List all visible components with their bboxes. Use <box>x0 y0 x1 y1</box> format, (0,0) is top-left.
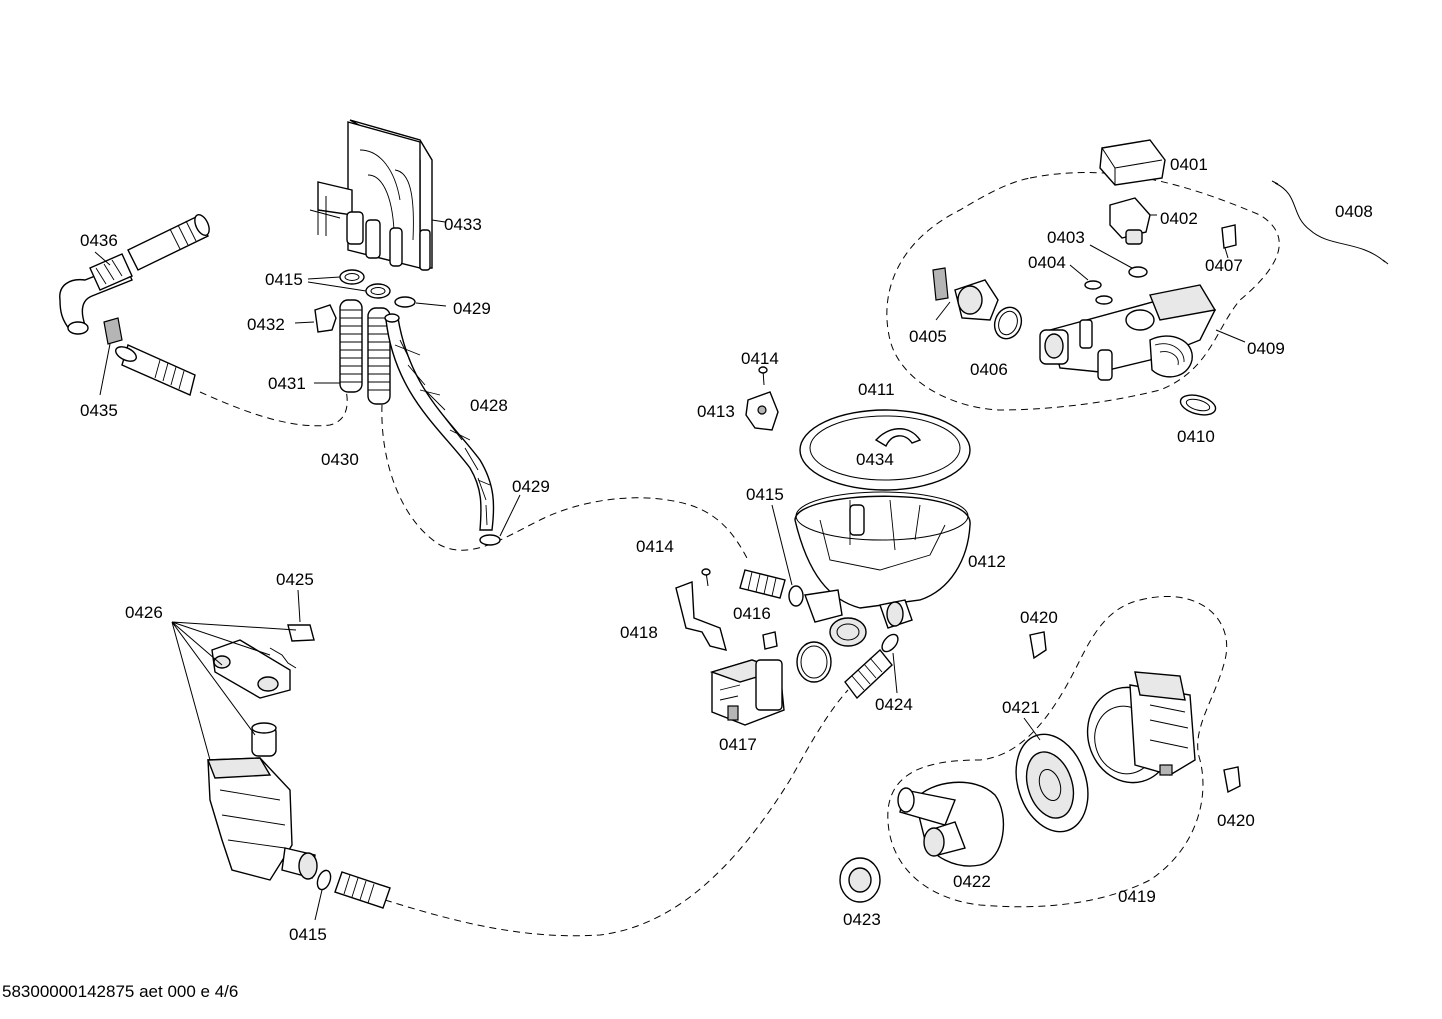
cap-0401 <box>1099 139 1166 186</box>
hose-0436-lower-shape <box>115 344 196 396</box>
label-0419: 0419 <box>1118 887 1156 906</box>
label-0422: 0422 <box>953 872 991 891</box>
spring-0426 <box>269 647 297 669</box>
hose-0428-shape <box>385 317 495 531</box>
clip-0407 <box>1221 224 1237 249</box>
label-0424: 0424 <box>875 695 913 714</box>
label-0403: 0403 <box>1047 228 1085 247</box>
label-0421: 0421 <box>1002 698 1040 717</box>
group-outline-0409 <box>886 172 1280 411</box>
valve-0402-shape <box>1109 197 1151 245</box>
label-0420-lower: 0420 <box>1217 811 1255 830</box>
label-0436: 0436 <box>80 231 118 250</box>
label-0406: 0406 <box>970 360 1008 379</box>
gasket-0411 <box>799 409 971 491</box>
switch-0425 <box>287 624 315 642</box>
label-0413: 0413 <box>697 402 735 421</box>
label-0430: 0430 <box>321 450 359 469</box>
cap-0426 <box>251 722 277 757</box>
ring-0403 <box>1128 266 1148 278</box>
label-0428: 0428 <box>470 396 508 415</box>
ring-0415-top-a <box>339 269 365 285</box>
hose-stub-0415 <box>739 569 786 599</box>
hose-0424-shape <box>844 648 893 700</box>
label-0410: 0410 <box>1177 427 1215 446</box>
label-0415-lower: 0415 <box>289 925 327 944</box>
hose-route-middle <box>381 404 749 561</box>
label-0409: 0409 <box>1247 339 1285 358</box>
label-0418: 0418 <box>620 623 658 642</box>
label-0429-lower: 0429 <box>512 477 550 496</box>
sump-0412-shape <box>794 491 971 647</box>
hose-route-upper <box>199 389 348 427</box>
cover-0421-shape <box>1015 733 1089 833</box>
piece-0434 <box>874 428 922 448</box>
screw-0414-lower <box>701 568 711 587</box>
label-0426: 0426 <box>125 603 163 622</box>
label-0429-upper: 0429 <box>453 299 491 318</box>
bracket-0418 <box>675 581 727 651</box>
label-0412: 0412 <box>968 552 1006 571</box>
clip-0435 <box>103 317 123 345</box>
label-0408: 0408 <box>1335 202 1373 221</box>
label-0423: 0423 <box>843 910 881 929</box>
label-0416: 0416 <box>733 604 771 623</box>
wire-0408 <box>1274 182 1386 263</box>
clip-0416 <box>762 631 778 650</box>
hose-0431-shape <box>339 299 363 393</box>
group-outline-0419 <box>887 595 1228 908</box>
label-0411: 0411 <box>858 380 895 399</box>
motor-0419-shape <box>1086 671 1196 784</box>
label-0404: 0404 <box>1028 253 1066 272</box>
label-0414-upper: 0414 <box>741 349 779 368</box>
label-0402: 0402 <box>1160 209 1198 228</box>
oring-0415 <box>796 641 832 683</box>
clamp-0429-upper <box>394 296 416 308</box>
hose-0436-shape <box>59 214 210 335</box>
hose-route-lower <box>384 689 849 937</box>
softener-0426-shape <box>206 757 318 881</box>
ring-0415-lower <box>316 869 332 891</box>
label-0425: 0425 <box>276 570 314 589</box>
clamp-0429-lower <box>479 534 501 546</box>
ring-0424 <box>881 633 899 653</box>
sensor-0405-shape <box>932 267 999 321</box>
ring-0404-b <box>1095 295 1113 305</box>
label-0434: 0434 <box>856 450 894 469</box>
drawing-reference-footer: 58300000142875 aet 000 e 4/6 <box>2 982 239 1001</box>
ring-0415-middle <box>788 585 804 607</box>
label-0431: 0431 <box>268 374 306 393</box>
label-0407: 0407 <box>1205 256 1243 275</box>
label-0414-lower: 0414 <box>636 537 674 556</box>
valve-body-0409-shape <box>1039 284 1217 381</box>
label-0435: 0435 <box>80 401 118 420</box>
label-0432: 0432 <box>247 315 285 334</box>
label-0417: 0417 <box>719 735 757 754</box>
label-0415-top: 0415 <box>265 270 303 289</box>
lid-0426-shape <box>211 639 291 699</box>
housing-0422-shape <box>897 781 1005 867</box>
clip-0420-lower <box>1223 766 1241 794</box>
reservoir-0433-shape <box>309 119 433 271</box>
clamp-0410 <box>1179 394 1217 416</box>
label-0433: 0433 <box>444 215 482 234</box>
clip-0420-upper <box>1029 631 1047 660</box>
label-0415-middle: 0415 <box>746 485 784 504</box>
screw-0414-upper <box>758 366 768 386</box>
label-0405: 0405 <box>909 327 947 346</box>
hose-0430-shape <box>367 307 391 405</box>
oring-0406 <box>993 306 1023 340</box>
pump-0417-shape <box>709 659 785 726</box>
ring-0415-top-b <box>365 283 391 299</box>
ring-0404-a <box>1084 280 1102 290</box>
label-0401: 0401 <box>1170 155 1208 174</box>
label-0420-upper: 0420 <box>1020 608 1058 627</box>
bracket-0432 <box>314 304 337 333</box>
hose-lower-0415 <box>334 871 391 909</box>
